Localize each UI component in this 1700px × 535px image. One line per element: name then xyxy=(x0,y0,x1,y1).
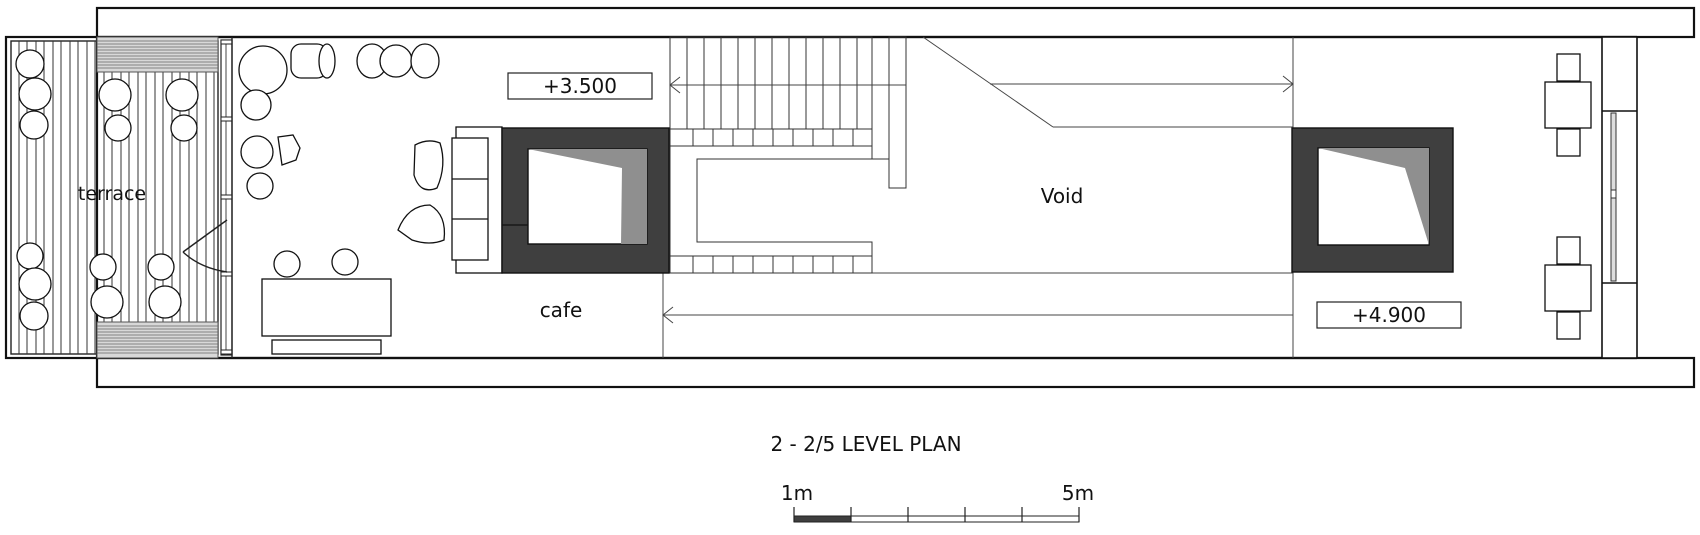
right-dining xyxy=(1544,53,1592,340)
room-label-terrace: terrace xyxy=(78,183,146,205)
level-tag-left: +3.500 xyxy=(507,72,653,100)
room-label-cafe: cafe xyxy=(540,298,583,322)
level-left-text: +3.500 xyxy=(543,74,617,98)
staircase xyxy=(669,36,907,274)
column-left xyxy=(501,127,670,274)
planter-top xyxy=(96,36,219,73)
arrow-right-icon xyxy=(990,75,1294,93)
room-label-void: Void xyxy=(1041,184,1084,208)
level-tag-right: +4.900 xyxy=(1316,301,1462,329)
arrow-left-lower-icon xyxy=(662,306,1293,324)
entrance-wall xyxy=(1601,36,1638,359)
void-edge xyxy=(922,36,1293,128)
door-swing-icon xyxy=(182,219,228,273)
plan-title: 2 - 2/5 LEVEL PLAN xyxy=(770,432,961,456)
planter-bottom xyxy=(96,321,219,359)
scale-end-label: 5m xyxy=(1062,481,1094,505)
terrace-area xyxy=(4,35,219,360)
terrace-furniture xyxy=(15,49,199,331)
scale-start-label: 1m xyxy=(781,481,813,505)
circulation-arrows xyxy=(662,36,1294,324)
scale-bar: 1m 5m xyxy=(781,481,1094,523)
column-right xyxy=(1291,127,1454,273)
arrow-left-icon xyxy=(669,76,906,94)
cafe-furniture xyxy=(238,43,503,355)
level-right-text: +4.900 xyxy=(1352,303,1426,327)
